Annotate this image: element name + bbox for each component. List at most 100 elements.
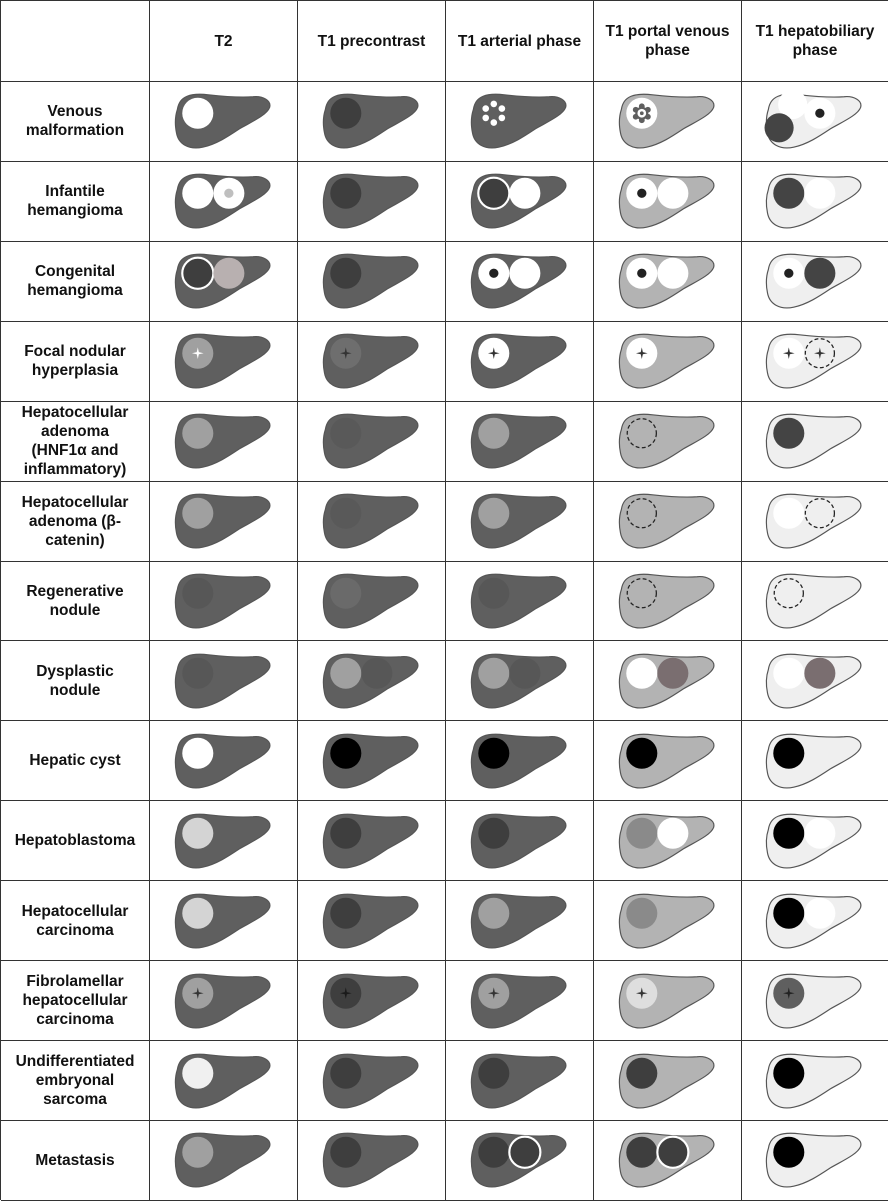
liver-diagram-cell	[298, 161, 446, 242]
liver-diagram	[174, 174, 270, 229]
lesion-circle	[181, 1057, 213, 1089]
liver-diagram	[322, 254, 418, 309]
liver-diagram	[322, 94, 418, 149]
lesion-circle	[329, 98, 361, 130]
lesion-circle	[477, 897, 509, 929]
lesion-circle	[656, 178, 688, 210]
lesion-circle	[764, 113, 794, 143]
liver-diagram	[470, 813, 566, 869]
lesion-circle	[329, 178, 361, 210]
lesion-circle	[773, 417, 805, 449]
nodular-fill-dot	[638, 117, 645, 124]
central-scar-mark	[487, 987, 500, 999]
liver-diagram-cell	[446, 641, 594, 722]
liver-diagram-cell	[150, 241, 298, 322]
lesion-nodular-center	[625, 98, 657, 130]
lesion-circle	[181, 897, 213, 929]
liver-diagram	[174, 493, 270, 549]
lesion-circle	[625, 897, 657, 929]
lesion-center-dot	[784, 268, 794, 279]
row-label: Dysplastic nodule	[1, 641, 150, 722]
liver-diagram	[470, 893, 566, 949]
liver-diagram	[470, 333, 566, 389]
lesion-circle	[181, 178, 213, 210]
lesion-circle	[329, 1057, 361, 1089]
liver-diagram	[470, 493, 566, 549]
row-label-text: Undifferentiated embryonal sarcoma	[15, 1053, 135, 1109]
liver-diagram-cell	[298, 641, 446, 722]
liver-diagram	[322, 174, 418, 229]
row-label: Fibrolamellar hepatocellular carcinoma	[1, 961, 150, 1042]
lesion-circle	[329, 657, 361, 689]
lesion-circle	[773, 737, 805, 769]
liver-diagram-cell	[594, 82, 742, 162]
central-scar-mark	[191, 987, 204, 999]
lesion-center-dot	[636, 268, 646, 279]
lesion-dashed	[626, 498, 657, 529]
lesion-scar	[625, 977, 657, 1009]
nodular-enhancement-dot	[481, 105, 489, 113]
lesion-circle	[329, 417, 361, 449]
lesion-target	[477, 258, 509, 290]
liver-diagram-cell	[298, 1041, 446, 1121]
liver-diagram	[174, 733, 270, 789]
lesion-circle	[773, 497, 805, 529]
lesion-scar	[625, 337, 657, 369]
lesion-target	[773, 258, 805, 290]
liver-diagram-cell	[742, 721, 888, 802]
lesion-dashed	[804, 498, 836, 529]
row-label: Infantile hemangioma	[1, 161, 150, 242]
lesion-circle	[773, 897, 805, 929]
liver-diagram-cell	[298, 721, 446, 802]
lesion-circle	[477, 417, 509, 449]
liver-diagram	[618, 893, 714, 949]
lesion-circle	[329, 258, 361, 290]
liver-diagram	[470, 413, 566, 469]
row-label: Hepatocellular adenoma (β- catenin)	[1, 481, 150, 562]
liver-diagram-cell	[446, 401, 594, 482]
nodular-enhancement-dot	[489, 101, 497, 108]
nodular-enhancement-dot	[498, 115, 505, 122]
liver-diagram-cell	[298, 241, 446, 322]
row-label-text: Hepatocellular adenoma (β- catenin)	[21, 493, 129, 549]
row-label: Regenerative nodule	[1, 561, 150, 642]
liver-diagram	[322, 893, 418, 949]
lesion-scar	[773, 977, 805, 1009]
lesion-scar	[181, 977, 213, 1009]
liver-diagram-cell	[594, 881, 742, 962]
nodular-fill-dot	[632, 114, 639, 121]
liver-diagram	[765, 653, 862, 709]
lesion-circle	[477, 817, 509, 849]
nodular-fill-dot	[644, 114, 651, 121]
lesion-scar	[773, 337, 805, 369]
lesion-circle	[329, 417, 361, 449]
lesion-dashed-scar	[804, 338, 836, 369]
row-label: Congenital hemangioma	[1, 241, 150, 322]
row-label: Undifferentiated embryonal sarcoma	[1, 1041, 150, 1121]
liver-diagram	[618, 254, 714, 309]
liver-diagram	[618, 413, 714, 469]
liver-diagram-cell	[742, 82, 888, 162]
liver-diagram-cell	[150, 82, 298, 162]
liver-diagram	[618, 493, 714, 549]
liver-diagram-cell	[298, 1120, 446, 1201]
liver-diagram	[765, 1133, 862, 1188]
lesion-circle	[656, 178, 688, 210]
lesion-ring	[655, 1136, 689, 1170]
liver-diagram-cell	[742, 1041, 888, 1121]
lesion-circle	[804, 817, 836, 849]
liver-diagram	[322, 813, 418, 869]
column-header: T2	[150, 1, 298, 82]
lesion-circle	[477, 577, 509, 609]
liver-diagram	[322, 973, 418, 1029]
liver-diagram	[174, 1133, 270, 1188]
column-header: T1 arterial phase	[446, 1, 594, 82]
liver-diagram	[470, 254, 566, 309]
liver-diagram	[322, 653, 418, 709]
liver-diagram-cell	[150, 881, 298, 962]
liver-diagram-cell	[594, 961, 742, 1042]
lesion-circle	[625, 1137, 657, 1169]
lesion-circle	[773, 1057, 805, 1089]
liver-diagram-cell	[446, 481, 594, 562]
